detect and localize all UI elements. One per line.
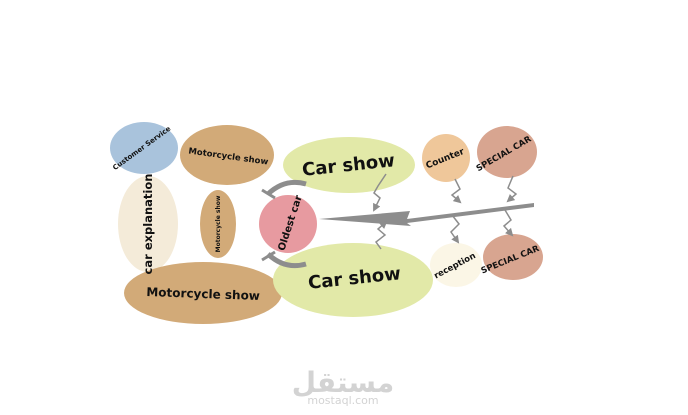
counter-zone [422, 134, 470, 182]
motorcycle-show-small-zone [200, 190, 236, 258]
zigzag-arrow-reception [450, 214, 460, 244]
special-car-top-zone [477, 126, 537, 178]
zigzag-arrow-car-show-top [373, 173, 387, 212]
special-car-bottom-zone [483, 234, 543, 280]
bracket-bottom-tick [261, 250, 276, 262]
oldest-car-zone [259, 195, 317, 253]
car-explanation-label: car explanation [141, 174, 155, 275]
motorcycle-show-bottom-zone [124, 262, 282, 324]
main-arrow [319, 203, 534, 226]
customer-service-zone [110, 122, 178, 174]
bracket-top-tick [261, 188, 276, 200]
zigzag-arrow-counter [450, 178, 462, 204]
car-explanation-zone [118, 176, 178, 272]
watermark-arabic: مستقل [292, 366, 394, 399]
zigzag-arrow-special-car-top [506, 175, 518, 203]
car-show-bottom-zone [273, 243, 433, 317]
motorcycle-show-small-label: Motorcycle show [215, 195, 222, 252]
bracket-top-curve [266, 179, 307, 196]
motorcycle-show-bottom-label: Motorcycle show [146, 285, 260, 303]
watermark-latin: mostaql.com [307, 394, 378, 407]
reception-zone [430, 243, 482, 287]
motorcycle-show-top-zone [180, 125, 274, 185]
bracket-bottom-curve [266, 252, 307, 269]
zigzag-arrow-car-show-bottom [374, 220, 388, 250]
zigzag-arrow-special-car-bottom [502, 209, 514, 237]
